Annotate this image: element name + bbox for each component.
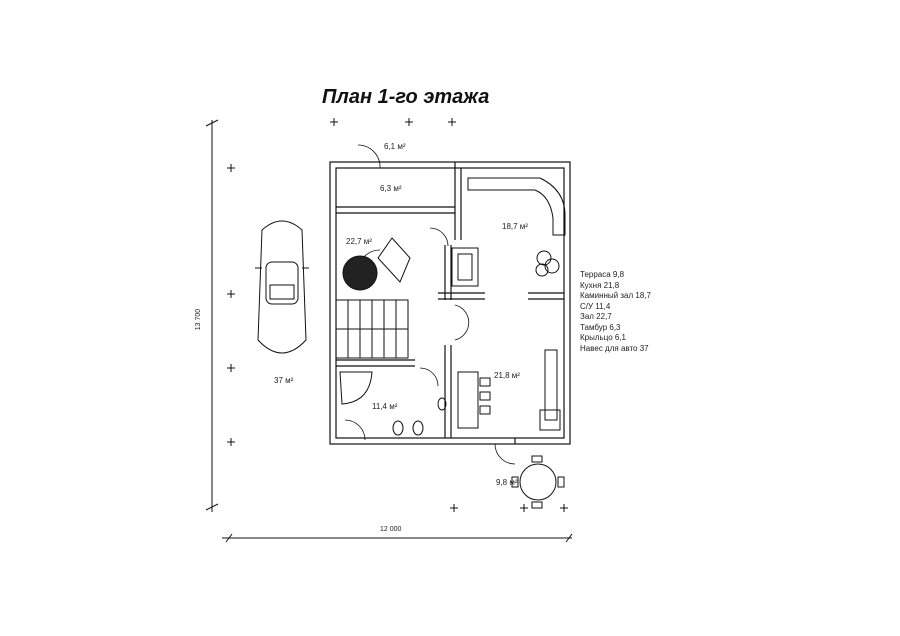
- toilet-icon: [392, 420, 424, 436]
- fireplace-icon: [451, 247, 479, 287]
- terrace-table: [511, 455, 565, 509]
- room-label-fireplace-hall: 18,7 м²: [502, 222, 528, 231]
- legend-item: Тамбур 6,3: [580, 322, 621, 332]
- bathtub-icon: [339, 371, 373, 405]
- room-label-terrace: 9,8 м²: [496, 478, 518, 487]
- legend-item: Кухня 21,8: [580, 280, 620, 290]
- page-title: План 1-го этажа: [322, 86, 490, 108]
- room-label-carport: 37 м²: [274, 376, 294, 385]
- area-legend: Терраса 9,8 Кухня 21,8 Каминный зал 18,7…: [580, 270, 651, 354]
- height-dimension-line: [205, 119, 219, 512]
- legend-item: Каминный зал 18,7: [580, 291, 651, 300]
- width-dimension-line: [222, 533, 573, 543]
- stairs-icon: [335, 299, 409, 359]
- height-dimension-label: 13 700: [195, 308, 203, 331]
- room-label-kitchen: 21,8 м²: [494, 371, 520, 380]
- width-dimension-label: 12 000: [380, 526, 402, 533]
- plant-icon: [535, 250, 560, 277]
- corner-sofa: [467, 177, 566, 236]
- legend-item: Навес для авто 37: [580, 343, 649, 353]
- room-label-bathroom: 11,4 м²: [372, 402, 398, 411]
- legend-item: Терраса 9,8: [580, 270, 625, 279]
- car-icon: [255, 220, 309, 354]
- column-markers: [227, 118, 568, 512]
- round-rug: [342, 255, 378, 291]
- outer-walls: [329, 161, 571, 445]
- doors: [344, 144, 516, 465]
- legend-item: С/У 11,4: [580, 301, 611, 311]
- room-label-porch: 6,1 м²: [384, 142, 406, 151]
- dining-table: [457, 371, 491, 429]
- legend-item: Зал 22,7: [580, 312, 612, 321]
- room-label-hall: 22,7 м²: [346, 237, 372, 246]
- armchairs: [377, 237, 411, 283]
- room-label-vestibule: 6,3 м²: [380, 184, 402, 193]
- legend-item: Крыльцо 6,1: [580, 333, 626, 342]
- sink-icon: [437, 397, 447, 411]
- kitchen-counter: [539, 349, 561, 431]
